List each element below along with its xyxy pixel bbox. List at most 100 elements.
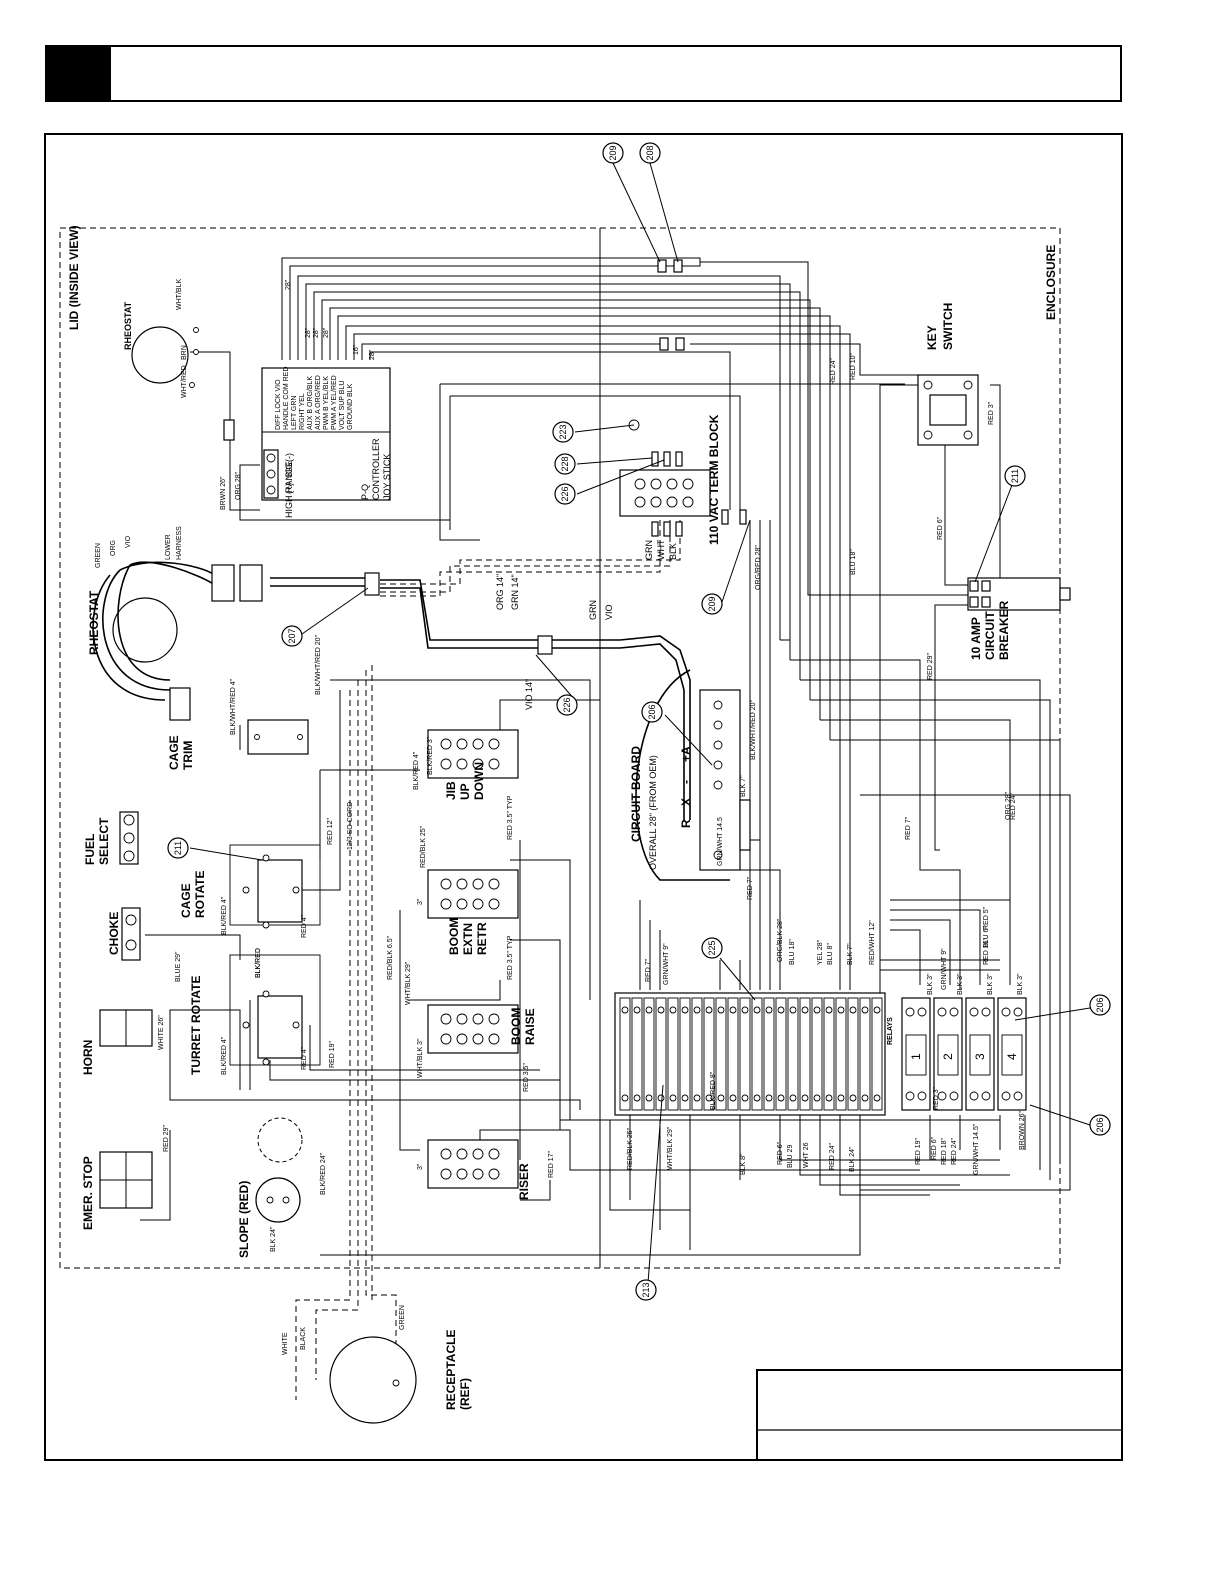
label-boom-extn-0: BOOM: [447, 918, 461, 955]
svg-text:209: 209: [608, 145, 618, 160]
label-joystick-title-1: CONTROLLER: [371, 438, 381, 500]
label-cage-trim-0: CAGE: [167, 735, 181, 770]
label-org-14: ORG 14": [495, 574, 505, 610]
relay-screw: [917, 1007, 927, 1017]
label-red-6: RED 6": [937, 516, 944, 540]
terminal-strip-screw: [837, 1006, 845, 1014]
valve-terminal: [472, 1033, 484, 1045]
label-wht-blk: WHT/BLK: [176, 279, 183, 310]
terminal-strip-cell: [739, 997, 751, 1111]
label-grn-wht-145b: GRN/WHT 14.5": [973, 1123, 980, 1175]
label-blk-3: BLK 3": [927, 973, 934, 995]
label-blk-red-3: BLK/RED 3": [427, 736, 434, 775]
label-fuel-select-1: SELECT: [97, 817, 111, 865]
relay-screw: [1013, 1007, 1023, 1017]
terminal-strip-screw: [753, 1094, 761, 1102]
relay-screw: [981, 1091, 991, 1101]
valve-terminal: [472, 878, 484, 890]
label-red-5: RED 5": [983, 906, 990, 930]
label-red-35-typ: RED 3.5" TYP: [507, 935, 514, 980]
label-blk-red-24: BLK/RED 24": [320, 1152, 327, 1195]
label-red-6c: RED 6": [931, 1136, 938, 1160]
label-receptacle-1: (REF): [458, 1378, 472, 1410]
svg-text:228: 228: [560, 456, 570, 471]
label-jib-1: UP: [458, 783, 472, 800]
label-red-blk-25: RED/BLK 25": [420, 825, 427, 868]
relay-screw: [949, 1091, 959, 1101]
page-header-tab: [47, 47, 111, 100]
terminal-strip-cell: [667, 997, 679, 1111]
label-pos: (+): [284, 483, 294, 494]
label-blk-red-4: BLK/RED 4": [221, 896, 228, 935]
label-wht: WHT: [656, 539, 666, 560]
label-red-24: RED 24": [1010, 792, 1017, 820]
terminal-strip-screw: [765, 1006, 773, 1014]
label-board-term-0: R: [679, 819, 693, 828]
label-white: WHITE: [282, 1332, 289, 1355]
terminal-strip-screw: [873, 1094, 881, 1102]
terminal-strip-screw: [837, 1094, 845, 1102]
label-red-7b: RED 7": [747, 876, 754, 900]
label-red-29b: RED 29": [163, 1124, 170, 1152]
label-boom-extn-1: EXTN: [461, 923, 475, 955]
label-key-switch-1: SWITCH: [941, 303, 955, 350]
terminal-strip-screw: [621, 1006, 629, 1014]
fuel-select-switch: [119, 811, 139, 865]
circuit-breaker: [967, 577, 1071, 611]
relay-screw: [1001, 1007, 1011, 1017]
label-joystick-rows-8: VOLT SUP BLU: [339, 381, 346, 430]
svg-text:211: 211: [1010, 469, 1020, 483]
label-red-4: RED 4": [301, 914, 308, 938]
callout-206c: 206: [1089, 1114, 1111, 1136]
relay-screw: [1001, 1091, 1011, 1101]
svg-text:223: 223: [558, 424, 568, 439]
valve-terminal: [456, 1013, 468, 1025]
label-red-16: RED 16": [983, 937, 990, 965]
callout-213: 213: [635, 1279, 657, 1301]
terminal-strip-cell: [847, 997, 859, 1111]
label-emer-stop: EMER. STOP: [81, 1156, 95, 1230]
label-blk-3: BLK 3": [987, 973, 994, 995]
valve-terminal: [440, 878, 452, 890]
label-grn: GRN: [588, 600, 598, 620]
callout-226a: 226: [554, 483, 576, 505]
label-slope: SLOPE (RED): [237, 1181, 251, 1258]
label-blk-red: BLK/RED: [255, 948, 262, 978]
label-w28: 28": [369, 349, 376, 360]
valve-terminal: [456, 1168, 468, 1180]
relay-coil: [969, 1034, 991, 1076]
turret-rotate-switch: [229, 954, 321, 1066]
label-red-blk-25b: RED/BLK 25": [627, 1127, 634, 1170]
emer-stop-switch: [99, 1151, 153, 1209]
terminal-strip-screw: [693, 1094, 701, 1102]
label-rheostat-main: RHEOSTAT: [87, 590, 101, 655]
label-blk-7b: BLK 7": [847, 943, 854, 965]
terminal-strip-cell: [787, 997, 799, 1111]
label-cage-trim-1: TRIM: [181, 741, 195, 770]
label-blk-24: BLK 24": [270, 1226, 277, 1252]
valve-block-2: [427, 1004, 519, 1054]
terminal-strip-cell: [703, 997, 715, 1111]
label-rheostat-top: RHEOSTAT: [123, 301, 133, 350]
rheostat-top: [131, 326, 235, 441]
relay-screw: [981, 1007, 991, 1017]
label-grn-wht-9: GRN/WHT 9": [941, 948, 948, 990]
callout-209b: 209: [701, 593, 723, 615]
svg-text:226: 226: [560, 486, 570, 501]
valve-terminal: [488, 878, 500, 890]
label-circuit-breaker-2: BREAKER: [997, 600, 1011, 660]
label-joystick-title-2: JOY STICK: [382, 454, 392, 500]
terminal-strip-cell: [619, 997, 631, 1111]
label-turret-rotate: TURRET ROTATE: [189, 975, 203, 1075]
valve-terminal: [488, 1148, 500, 1160]
label-fuel-select-0: FUEL: [83, 834, 97, 865]
valve-terminal: [440, 1033, 452, 1045]
valve-terminal: [472, 1168, 484, 1180]
label-blk-red-8: BLK/RED 8": [710, 1071, 717, 1110]
relay-number: 4: [1005, 1053, 1019, 1060]
terminal-strip-screw: [777, 1094, 785, 1102]
terminal-strip-screw: [681, 1094, 689, 1102]
svg-text:226: 226: [562, 697, 572, 712]
terminal-strip-screw: [813, 1006, 821, 1014]
